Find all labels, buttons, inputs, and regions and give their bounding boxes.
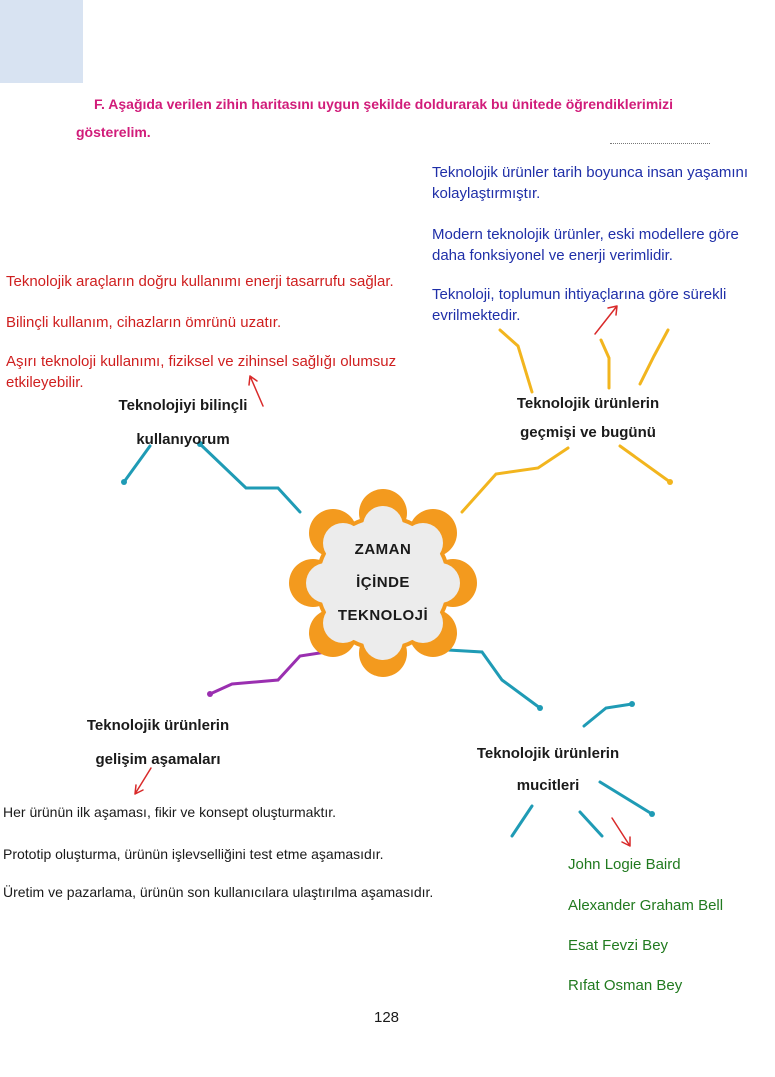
branch-line-inventors-c xyxy=(578,810,604,838)
center-title: ZAMAN İÇİNDE TEKNOLOJİ xyxy=(333,533,433,632)
center-line-3: TEKNOLOJİ xyxy=(337,607,429,624)
branch-line-history-d xyxy=(618,444,672,484)
arrow-conscious xyxy=(248,375,264,407)
conscious-answer-3: Aşırı teknoloji kullanımı, fiziksel ve z… xyxy=(6,353,397,391)
development-answer-3: Üretim ve pazarlama, ürünün son kullanıc… xyxy=(3,884,434,900)
conscious-answer-2: Bilinçli kullanım, cihazların ömrünü uza… xyxy=(6,314,282,331)
branch-line-history-c xyxy=(638,328,670,386)
center-cloud xyxy=(289,489,477,677)
conscious-answer-1: Teknolojik araçların doğru kullanımı ene… xyxy=(6,273,394,290)
branch-line-conscious-a xyxy=(122,444,152,484)
development-answer-1: Her ürünün ilk aşaması, fikir ve konsept… xyxy=(3,804,337,820)
branch-title-development: Teknolojik ürünlerin gelişim aşamaları xyxy=(86,717,230,768)
development-answer-2: Prototip oluşturma, ürünün işlevselliğin… xyxy=(3,846,384,862)
history-answer-2: Modern teknolojik ürünler, eski modeller… xyxy=(432,226,739,264)
inventor-1: John Logie Baird xyxy=(568,856,681,873)
arrow-history xyxy=(594,305,618,335)
inventor-4: Rıfat Osman Bey xyxy=(568,977,683,994)
branch-line-inventors-b xyxy=(598,780,654,816)
corner-decoration xyxy=(0,0,83,83)
branch-title-conscious: Teknolojiyi bilinçli kullanıyorum xyxy=(118,397,248,448)
inventor-2: Alexander Graham Bell xyxy=(568,897,724,914)
page-number: 128 xyxy=(374,1009,400,1026)
branch-line-inventors-a xyxy=(582,702,634,728)
branch-title-history: Teknolojik ürünlerin geçmişi ve bugünü xyxy=(516,395,660,441)
inventor-3: Esat Fevzi Bey xyxy=(568,937,669,954)
branch-line-development xyxy=(208,650,328,696)
branch-line-conscious xyxy=(198,442,302,514)
history-answer-3: Teknoloji, toplumun ihtiyaçlarına göre s… xyxy=(432,286,727,324)
branch-line-inventors xyxy=(446,648,542,710)
arrow-inventors xyxy=(611,817,631,847)
center-line-2: İÇİNDE xyxy=(356,574,410,591)
history-answer-1: Teknolojik ürünler tarih boyunca insan y… xyxy=(432,164,749,202)
branch-line-history-b xyxy=(599,338,611,390)
branch-dot xyxy=(667,479,673,485)
branch-line-history xyxy=(460,446,570,514)
branch-title-inventors: Teknolojik ürünlerin mucitleri xyxy=(476,745,620,794)
branch-line-inventors-d xyxy=(510,804,534,838)
instruction-line-1: F. Aşağıda verilen zihin haritasını uygu… xyxy=(94,96,674,112)
instruction-line-2: gösterelim. xyxy=(76,124,151,140)
arrow-development xyxy=(134,767,152,795)
dotted-line xyxy=(610,143,710,144)
center-line-1: ZAMAN xyxy=(354,541,412,558)
branch-line-history-a xyxy=(498,328,534,394)
